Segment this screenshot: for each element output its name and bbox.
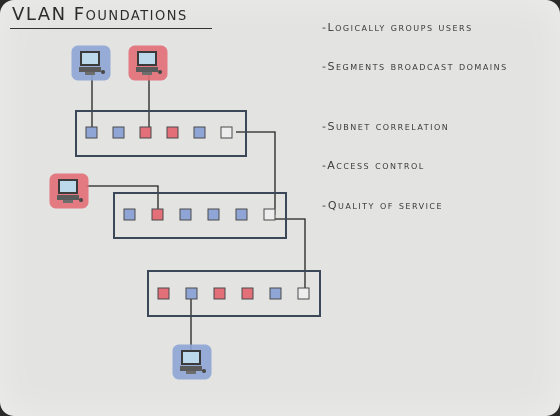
diagram-title: VLAN Foundations [12, 4, 188, 25]
trunk-port [263, 208, 276, 221]
trunk-port [220, 126, 233, 139]
computer-blue-1 [71, 45, 111, 81]
trunk-port [297, 287, 310, 300]
port-red [157, 287, 170, 300]
port-red [139, 126, 152, 139]
port-blue [112, 126, 125, 139]
trunk-cable-2-3 [274, 218, 306, 289]
computer-blue-2 [172, 344, 212, 380]
port-blue [207, 208, 220, 221]
port-blue [123, 208, 136, 221]
port-red [241, 287, 254, 300]
bullet-logical-groups: -Logically groups users [322, 21, 473, 34]
mouse-icon [202, 369, 206, 373]
screen [60, 181, 76, 192]
port-blue [269, 287, 282, 300]
port-blue [179, 208, 192, 221]
screen [82, 53, 98, 64]
keyboard [63, 200, 73, 203]
keyboard [186, 371, 196, 374]
bullet-access-control: -Access control [322, 159, 425, 172]
keyboard [142, 72, 152, 75]
computer-red-1 [128, 45, 168, 81]
mouse-icon [158, 70, 162, 74]
computer-red-2 [49, 173, 89, 209]
switch-1-chassis [75, 110, 247, 157]
port-blue [193, 126, 206, 139]
switch-3-chassis [147, 270, 321, 317]
bullet-broadcast-domains: -Segments broadcast domains [322, 60, 508, 73]
switch-2-chassis [113, 192, 287, 239]
computer-base [136, 67, 158, 72]
mouse-icon [101, 70, 105, 74]
computer-base [57, 195, 79, 200]
bullet-quality-of-service: -Quality of service [322, 199, 444, 212]
mouse-icon [79, 198, 83, 202]
keyboard [85, 72, 95, 75]
computer-base [79, 67, 101, 72]
trunk-cable-1-2 [236, 131, 276, 215]
screen [183, 352, 199, 363]
port-red [213, 287, 226, 300]
switch-1 [75, 110, 247, 157]
computer-base [180, 366, 202, 371]
port-blue [235, 208, 248, 221]
switch-3 [147, 270, 321, 317]
port-blue [185, 287, 198, 300]
cable-computer-red-2 [86, 185, 159, 210]
port-red [151, 208, 164, 221]
screen [139, 53, 155, 64]
switch-2 [113, 192, 287, 239]
port-red [166, 126, 179, 139]
bullet-subnet-correlation: -Subnet correlation [322, 120, 450, 133]
title-underline [10, 28, 212, 29]
port-blue [85, 126, 98, 139]
